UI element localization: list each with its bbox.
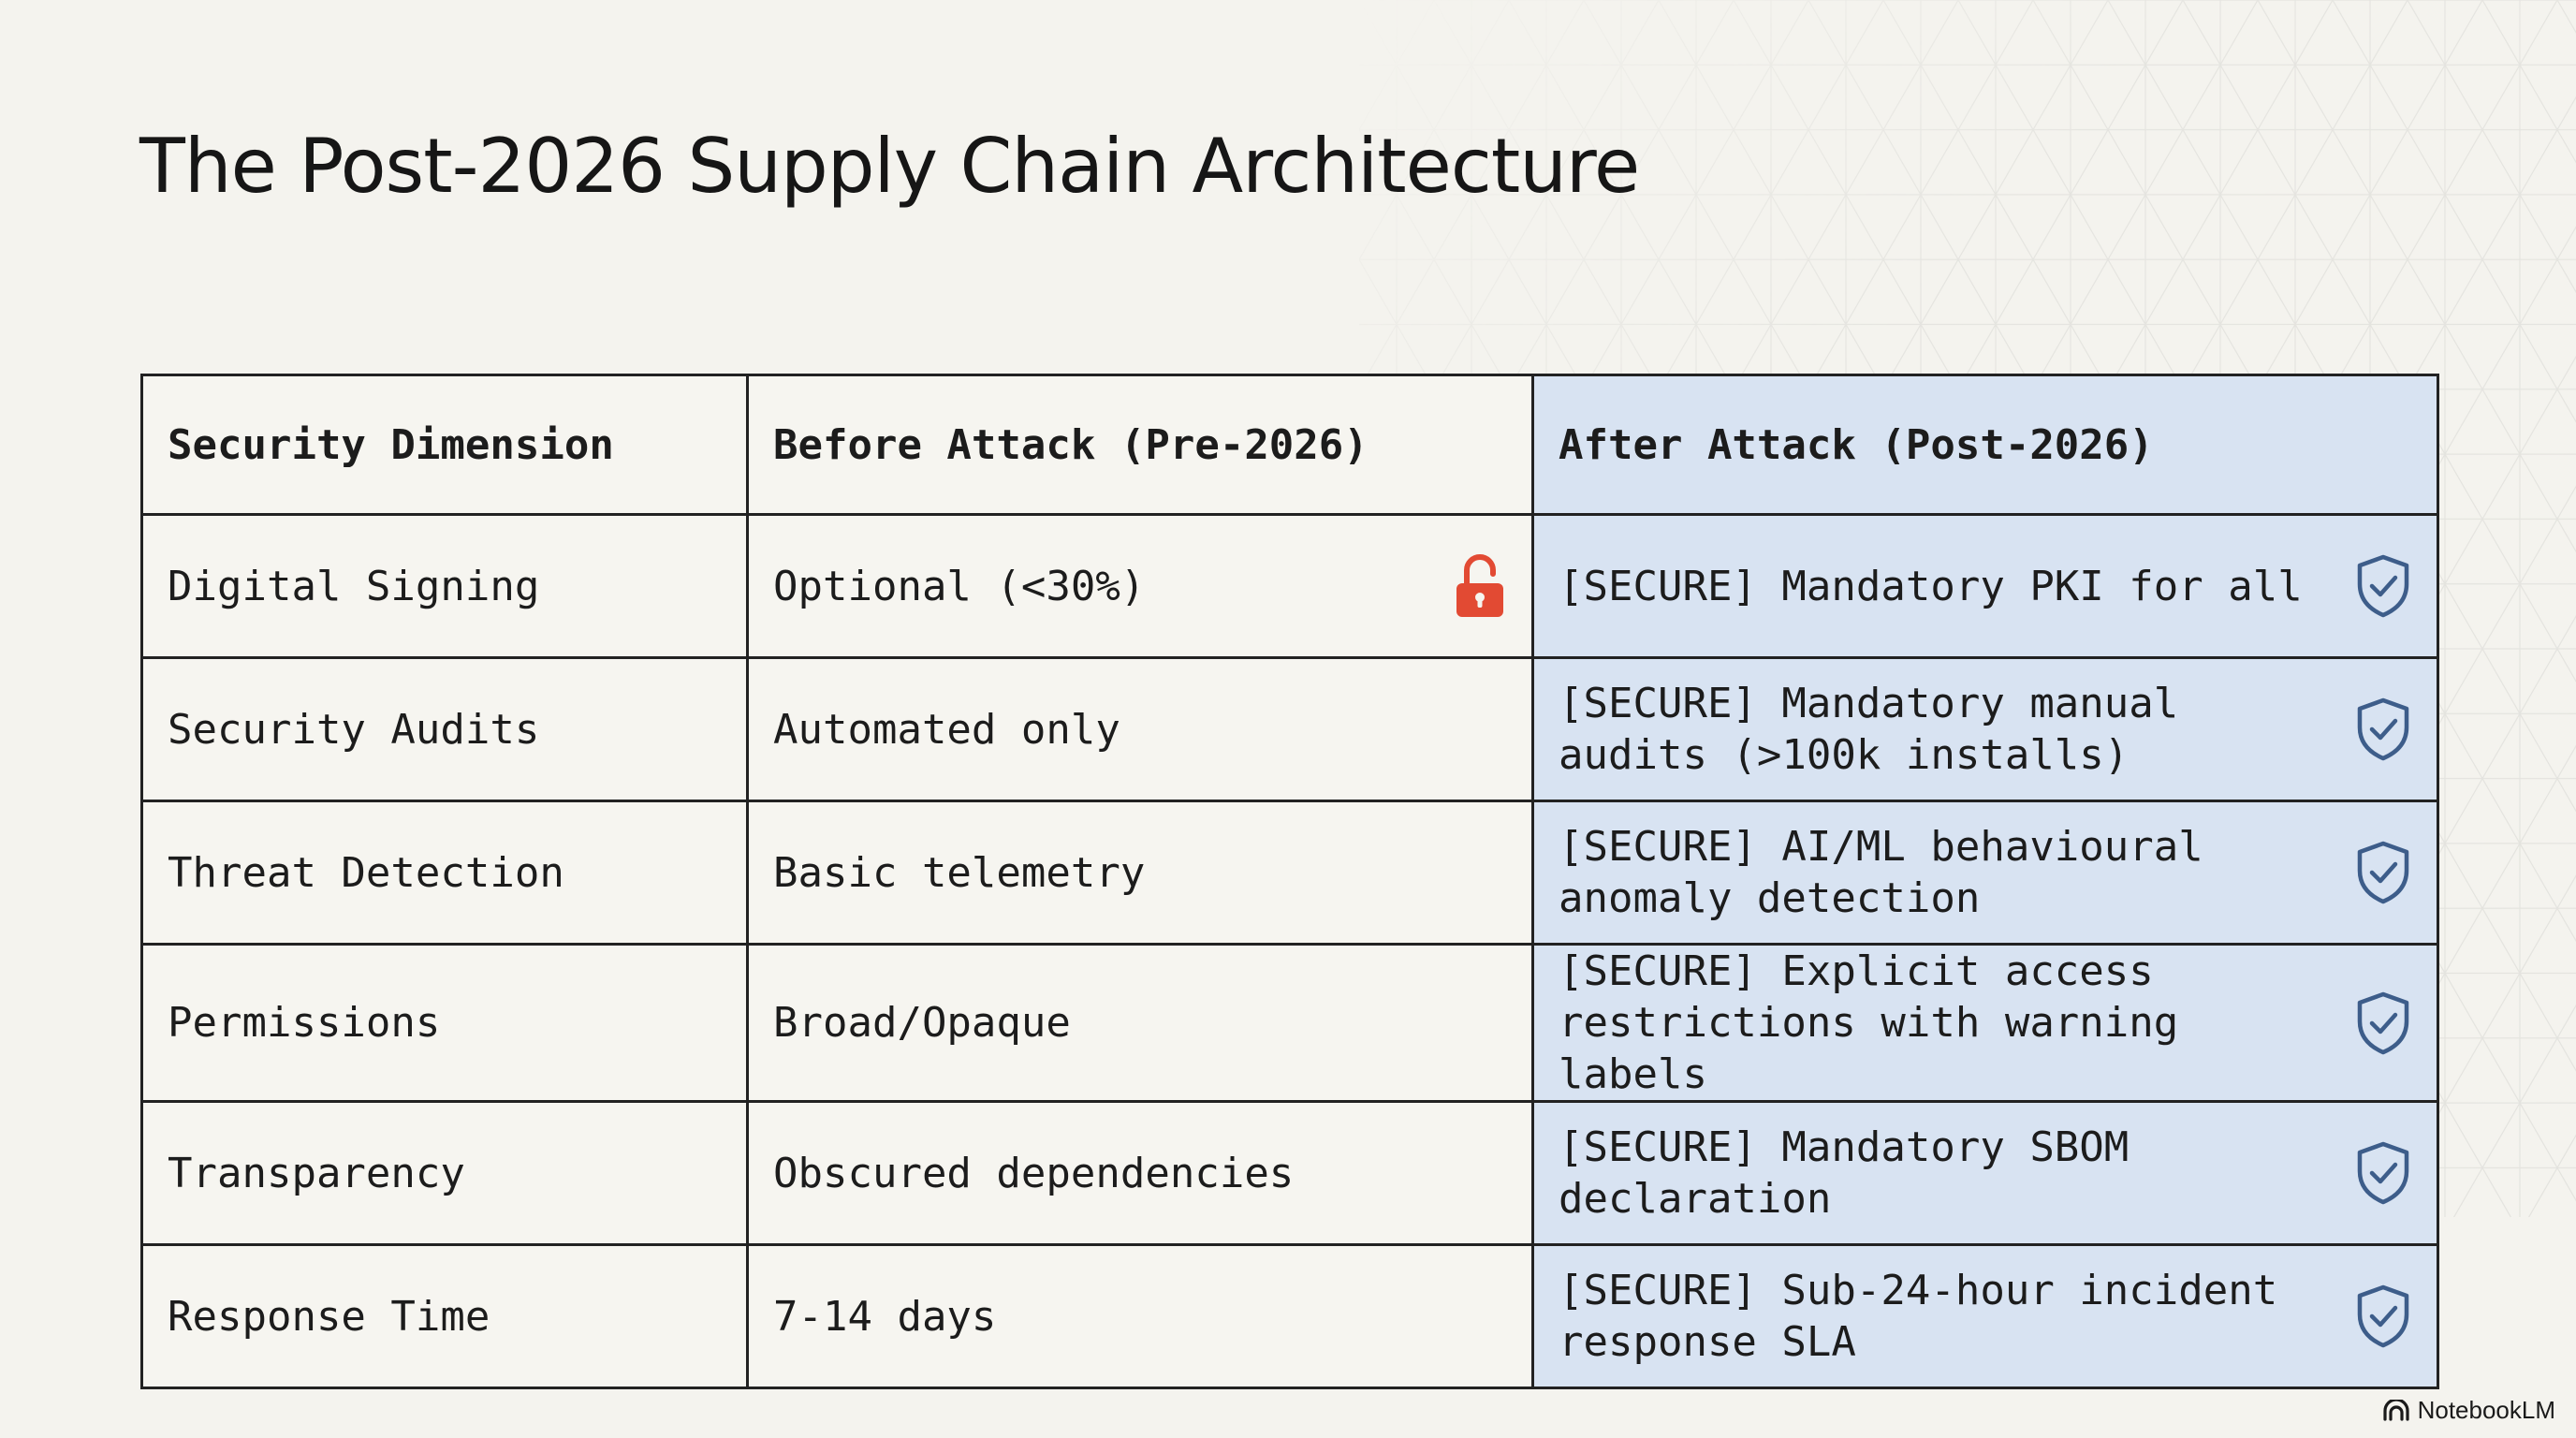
cell-before: Broad/Opaque	[746, 943, 1534, 1103]
table-header-row: Security Dimension Before Attack (Pre-20…	[140, 374, 2439, 516]
shield-check-icon	[2354, 840, 2412, 905]
cell-dimension: Transparency	[140, 1100, 749, 1246]
table-row: Threat Detection Basic telemetry [SECURE…	[140, 800, 2439, 946]
slide-title: The Post-2026 Supply Chain Architecture	[139, 123, 1640, 210]
cell-after: [SECURE] Mandatory SBOM declaration	[1531, 1100, 2439, 1246]
table-row: Permissions Broad/Opaque [SECURE] Explic…	[140, 943, 2439, 1103]
cell-dimension: Threat Detection	[140, 800, 749, 946]
shield-check-icon	[2354, 1284, 2412, 1349]
cell-before: Automated only	[746, 656, 1534, 802]
security-comparison-table: Security Dimension Before Attack (Pre-20…	[140, 374, 2439, 1389]
cell-dimension: Permissions	[140, 943, 749, 1103]
cell-before: Obscured dependencies	[746, 1100, 1534, 1246]
cell-after-text: [SECURE] Explicit access restrictions wi…	[1559, 947, 2179, 1098]
notebooklm-watermark: NotebookLM	[2382, 1396, 2555, 1425]
cell-dimension: Digital Signing	[140, 513, 749, 659]
table-row: Transparency Obscured dependencies [SECU…	[140, 1100, 2439, 1246]
cell-after: [SECURE] Sub-24-hour incident response S…	[1531, 1243, 2439, 1389]
notebooklm-logo-icon	[2382, 1399, 2410, 1422]
cell-after-text: [SECURE] Mandatory PKI for all	[1559, 562, 2303, 610]
cell-after-text: [SECURE] Mandatory manual audits (>100k …	[1559, 680, 2179, 779]
cell-after-text: [SECURE] AI/ML behavioural anomaly detec…	[1559, 823, 2203, 922]
cell-before: 7-14 days	[746, 1243, 1534, 1389]
cell-after: [SECURE] Explicit access restrictions wi…	[1531, 943, 2439, 1103]
cell-after: [SECURE] Mandatory PKI for all	[1531, 513, 2439, 659]
cell-before-text: Optional (<30%)	[773, 562, 1146, 610]
header-before-attack: Before Attack (Pre-2026)	[746, 374, 1534, 516]
shield-check-icon	[2354, 990, 2412, 1056]
table-row: Digital Signing Optional (<30%)	[140, 513, 2439, 659]
cell-after: [SECURE] Mandatory manual audits (>100k …	[1531, 656, 2439, 802]
cell-dimension: Security Audits	[140, 656, 749, 802]
header-security-dimension: Security Dimension	[140, 374, 749, 516]
shield-check-icon	[2354, 697, 2412, 762]
shield-check-icon	[2354, 1140, 2412, 1206]
cell-after-text: [SECURE] Sub-24-hour incident response S…	[1559, 1267, 2278, 1366]
unlocked-padlock-icon	[1453, 553, 1507, 619]
cell-before: Basic telemetry	[746, 800, 1534, 946]
cell-dimension: Response Time	[140, 1243, 749, 1389]
shield-check-icon	[2354, 553, 2412, 619]
cell-before: Optional (<30%)	[746, 513, 1534, 659]
cell-after-text: [SECURE] Mandatory SBOM declaration	[1559, 1123, 2130, 1223]
table-row: Response Time 7-14 days [SECURE] Sub-24-…	[140, 1243, 2439, 1389]
brand-name: NotebookLM	[2417, 1396, 2555, 1424]
cell-after: [SECURE] AI/ML behavioural anomaly detec…	[1531, 800, 2439, 946]
header-after-attack: After Attack (Post-2026)	[1531, 374, 2439, 516]
table-row: Security Audits Automated only [SECURE] …	[140, 656, 2439, 802]
